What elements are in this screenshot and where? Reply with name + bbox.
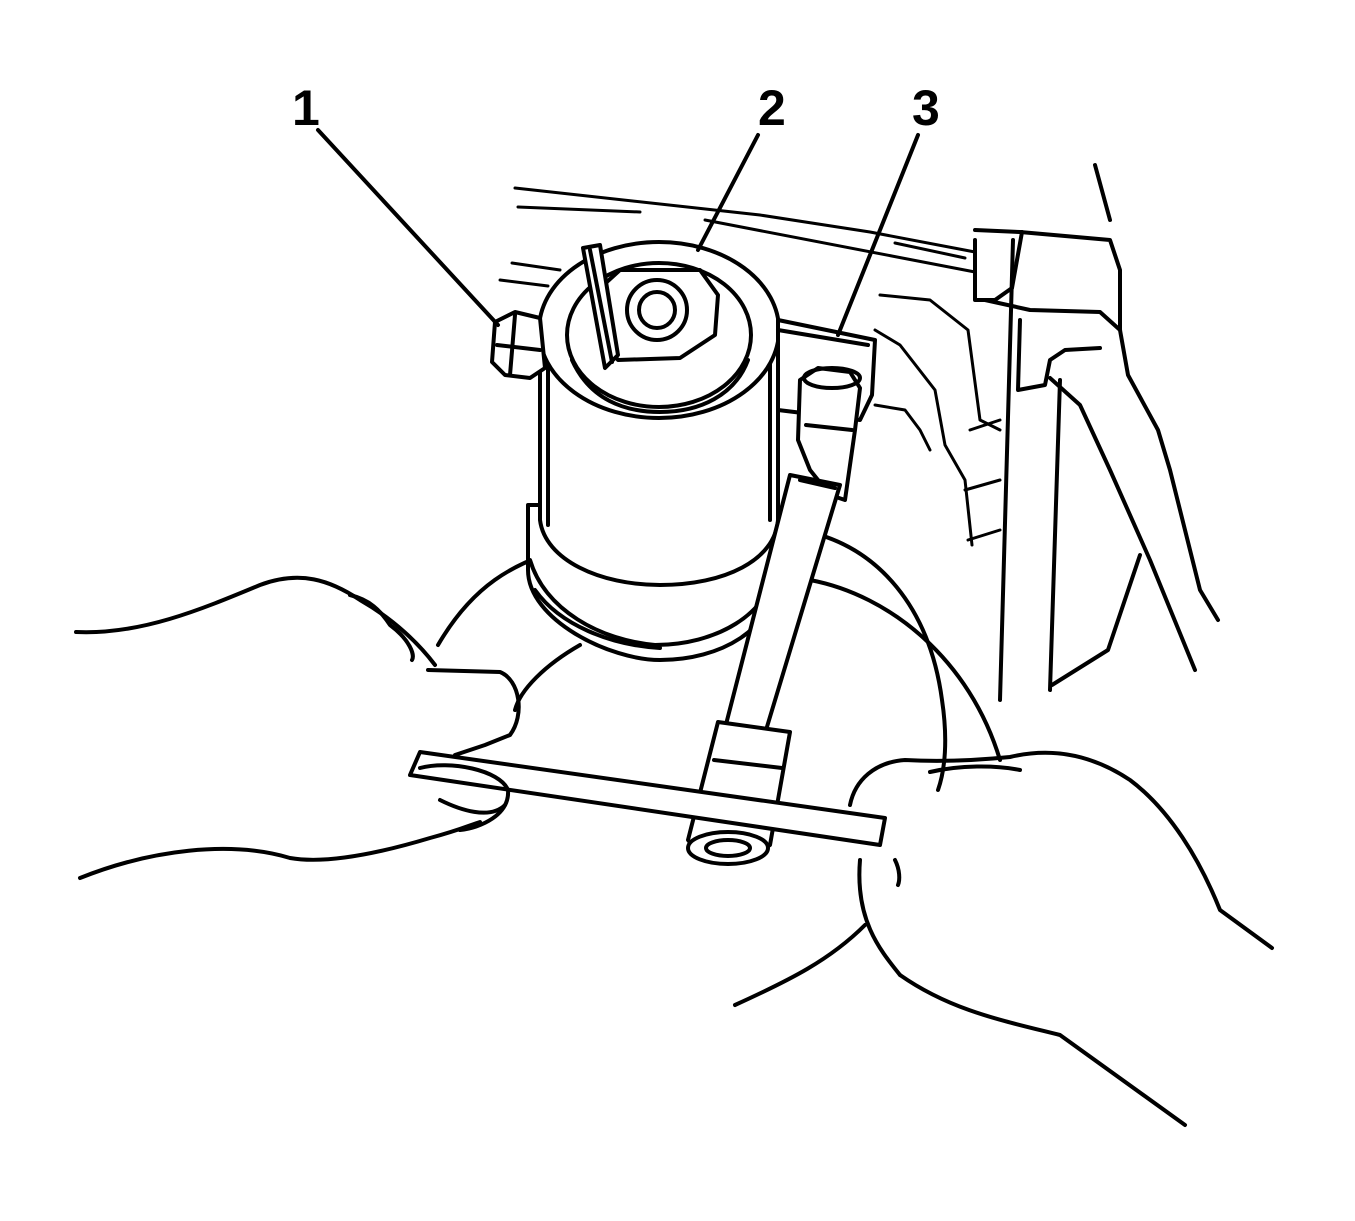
extension-bar xyxy=(686,366,862,866)
right-hand xyxy=(848,750,1274,1127)
background-structure xyxy=(498,163,1220,702)
callout-2-label: 2 xyxy=(758,80,786,136)
callout-2-leader xyxy=(696,133,760,252)
left-hand xyxy=(74,575,521,880)
callout-leaders xyxy=(316,128,920,337)
cross-bar xyxy=(408,750,887,847)
callout-1-leader xyxy=(316,128,500,327)
callout-1-label: 1 xyxy=(292,80,320,136)
cylinder-tool xyxy=(526,240,781,662)
bolt xyxy=(490,310,547,380)
callout-3-label: 3 xyxy=(912,80,940,136)
callout-3-leader xyxy=(836,133,920,337)
callout-labels: 1 2 3 xyxy=(292,80,940,136)
